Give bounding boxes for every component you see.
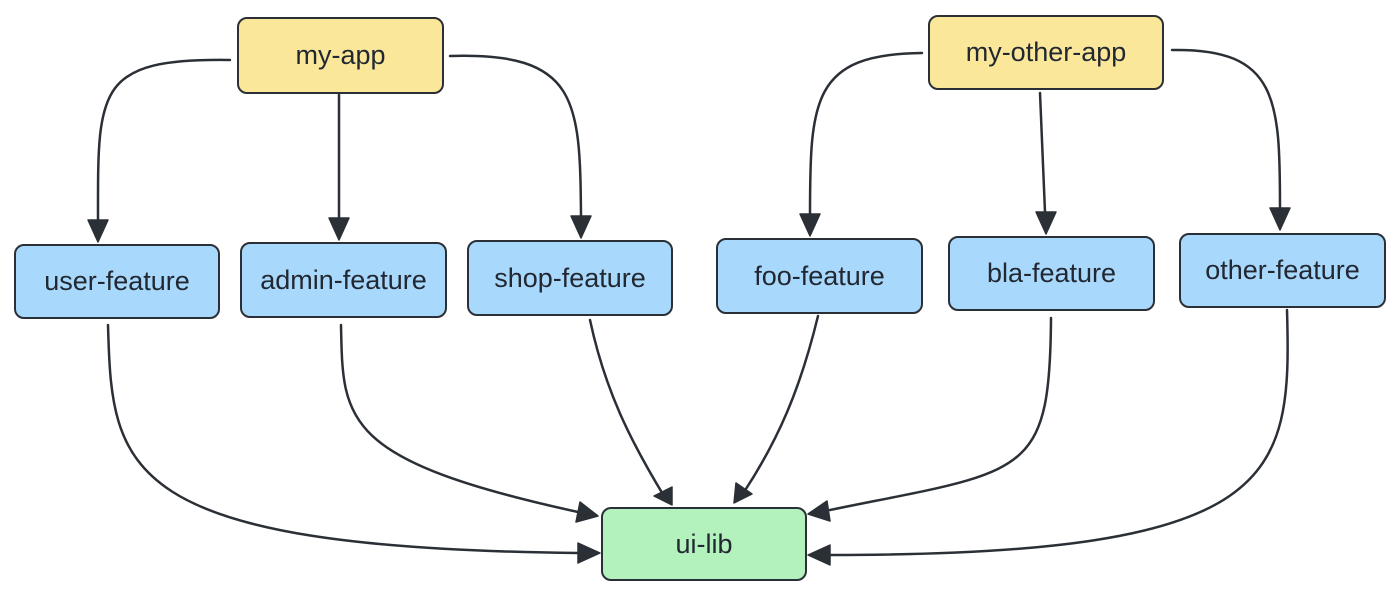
node-admin-feature: admin-feature — [240, 242, 447, 318]
arrowhead-ui-lib-from-other — [807, 544, 831, 566]
node-other-feature: other-feature — [1179, 233, 1386, 308]
edge-my-app-shop-feature — [448, 54, 583, 218]
edge-my-app-user-feature — [96, 58, 232, 222]
edge-user-feature-ui-lib — [106, 323, 580, 555]
node-ui-lib: ui-lib — [601, 507, 807, 581]
edge-foo-feature-ui-lib — [742, 314, 820, 494]
arrowhead-ui-lib-from-user — [577, 542, 601, 564]
arrowhead-ui-lib-from-bla — [807, 500, 831, 522]
node-label: foo-feature — [754, 260, 885, 291]
arrowhead-bla-feature — [1035, 211, 1057, 235]
node-label: shop-feature — [494, 262, 646, 293]
node-label: user-feature — [44, 266, 190, 296]
node-my-app: my-app — [237, 17, 444, 94]
edge-my-other-app-other-feature — [1170, 48, 1282, 210]
arrowhead-other-feature — [1269, 207, 1291, 231]
arrowhead-foo-feature — [799, 213, 821, 237]
arrowhead-admin-feature — [328, 217, 350, 241]
arrowhead-ui-lib-from-admin — [575, 501, 599, 523]
edge-other-feature-ui-lib — [828, 308, 1289, 557]
node-label: admin-feature — [260, 264, 427, 295]
node-label: my-app — [295, 40, 386, 70]
arrowhead-ui-lib-from-foo — [733, 482, 753, 504]
node-user-feature: user-feature — [14, 244, 220, 319]
node-shop-feature: shop-feature — [467, 240, 673, 316]
edge-my-other-app-foo-feature — [808, 51, 924, 218]
edge-shop-feature-ui-lib — [588, 318, 666, 498]
arrowhead-ui-lib-from-shop — [653, 486, 673, 506]
edge-bla-feature-ui-lib — [828, 316, 1053, 512]
edge-my-other-app-bla-feature — [1038, 91, 1047, 214]
node-label: other-feature — [1205, 255, 1360, 285]
node-my-other-app: my-other-app — [928, 15, 1164, 90]
arrowhead-user-feature — [87, 219, 109, 243]
node-bla-feature: bla-feature — [948, 236, 1155, 311]
node-foo-feature: foo-feature — [716, 238, 923, 314]
node-label: bla-feature — [986, 258, 1117, 288]
edge-admin-feature-ui-lib — [339, 323, 580, 514]
arrowhead-shop-feature — [570, 215, 592, 239]
node-label: ui-lib — [675, 528, 733, 559]
node-label: my-other-app — [965, 37, 1127, 67]
